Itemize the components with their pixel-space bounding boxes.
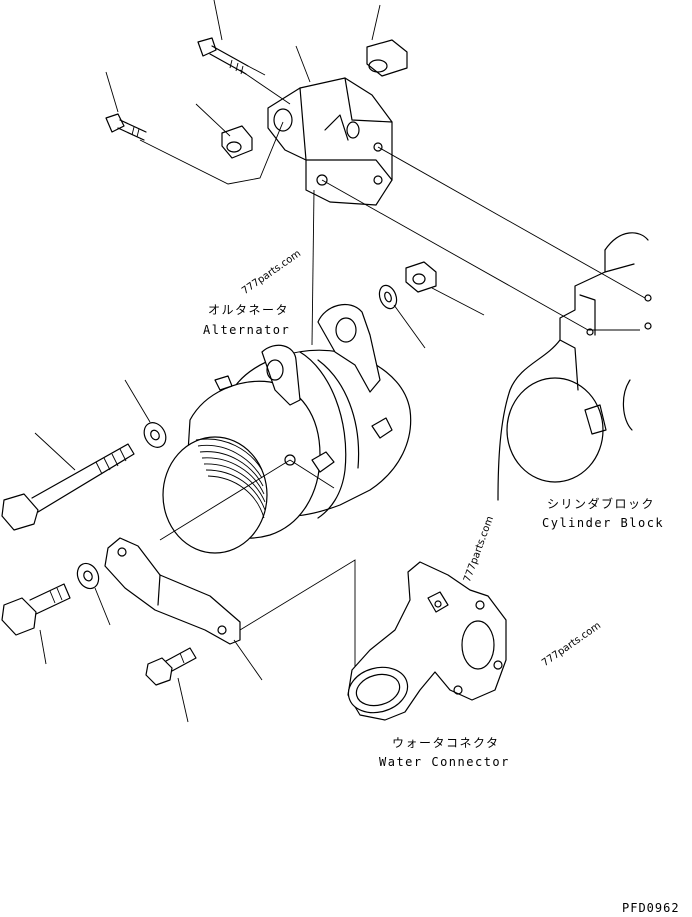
leader-line: [124, 379, 151, 423]
cylinder-block-label-jp: シリンダブロック: [547, 497, 656, 511]
alternator-label-en: Alternator: [203, 323, 291, 337]
leader-line: [377, 146, 646, 299]
spacer-left: [221, 125, 253, 159]
leader-line: [239, 69, 291, 105]
leader-line: [431, 287, 485, 316]
leader-line: [321, 179, 589, 331]
bolt-lower-small: [145, 647, 197, 686]
drawing-code: PFD0962: [622, 901, 680, 915]
water-connector-label-en: Water Connector: [379, 755, 510, 769]
leader-line: [239, 559, 356, 680]
adjusting-plate: [104, 537, 241, 645]
leader-line: [233, 639, 263, 681]
nut: [405, 261, 437, 293]
cylinder-block: [497, 232, 652, 501]
bracket-bolt-left: [105, 113, 147, 141]
leader-line: [139, 121, 284, 185]
leader-line: [177, 677, 189, 723]
leader-line: [371, 4, 381, 41]
washer-upper: [378, 284, 398, 310]
leader-line: [34, 432, 76, 471]
long-bolt: [1, 443, 135, 531]
spacer-upper: [366, 39, 408, 77]
leader-line: [213, 0, 223, 41]
leader-line: [393, 304, 426, 349]
leader-line: [295, 45, 311, 83]
washer-left: [143, 422, 167, 448]
water-connector-label-jp: ウォータコネクタ: [392, 736, 500, 750]
alternator-label-jp: オルタネータ: [208, 303, 290, 317]
alternator: [159, 303, 412, 554]
washer-lower: [76, 562, 100, 590]
bolt-lower-left: [1, 583, 71, 636]
cylinder-block-label-en: Cylinder Block: [542, 516, 665, 530]
bracket-bolt-upper: [197, 37, 266, 76]
mounting-bracket: [267, 77, 393, 206]
leader-line: [311, 189, 315, 346]
water-connector: [347, 561, 507, 721]
leader-line: [195, 103, 231, 137]
leader-line: [94, 587, 111, 626]
leader-line: [105, 71, 119, 113]
leader-line: [39, 629, 47, 665]
